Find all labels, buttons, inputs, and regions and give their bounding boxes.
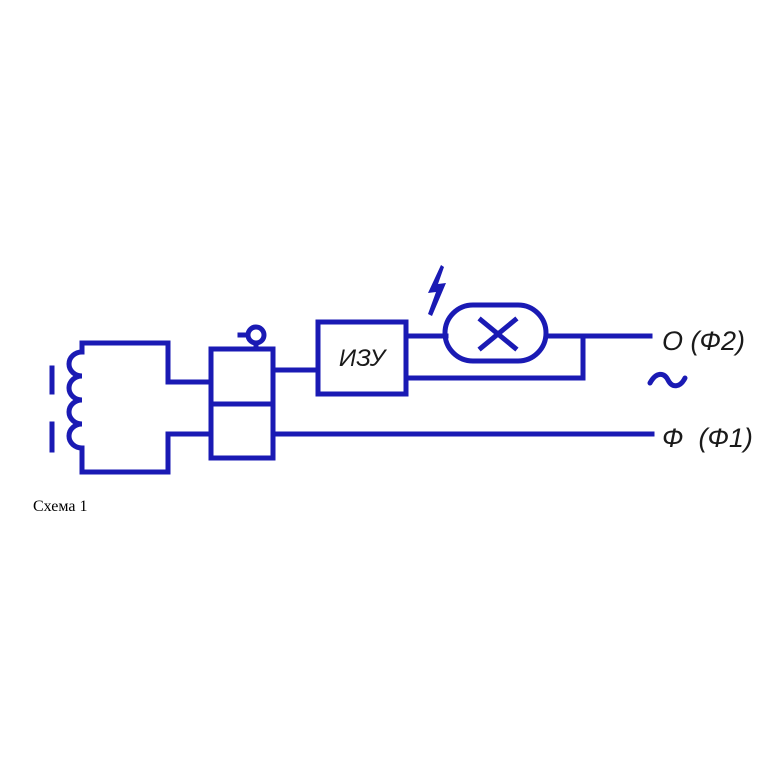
ac-symbol-icon (647, 371, 688, 389)
terminal-top-label: О (Ф2) (662, 326, 745, 356)
starter-switch-icon (208, 324, 276, 461)
ballast-choke-icon (49, 340, 85, 475)
terminal-bottom-label: Ф (Ф1) (662, 423, 753, 453)
igniter-block: ИЗУ (270, 319, 409, 397)
lightning-icon (428, 265, 446, 316)
igniter-label: ИЗУ (339, 345, 388, 372)
lamp-return-wiring (403, 333, 586, 381)
discharge-lamp-icon (403, 302, 653, 364)
figure-caption: Схема 1 (33, 498, 88, 515)
choke-wiring (79, 340, 214, 475)
